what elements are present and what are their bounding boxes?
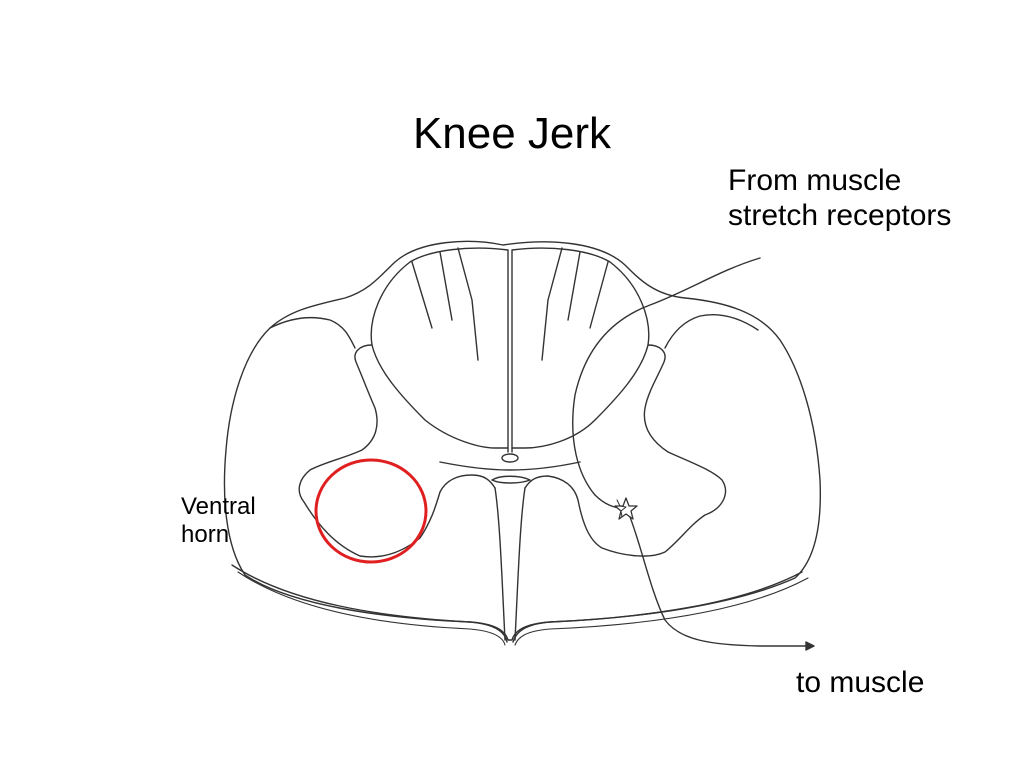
efferent-arrowhead [805,641,815,651]
slide-title: Knee Jerk [412,109,612,158]
dorsal-fissure-right-a [589,261,609,329]
ventral-horn-label: Ventral horn [181,493,256,548]
ventral-horn-label-line2: horn [181,520,230,548]
commissure-line [507,447,513,453]
dorsal-fissure-left-a [411,261,433,329]
central-grey-upper [439,461,581,471]
outline-rim-left-2 [237,571,506,646]
grey-matter-left [298,344,496,558]
afferent-label-line1: From muscle [728,164,902,197]
central-canal-rim [491,475,531,484]
synapse-star-ghost [616,499,627,518]
afferent-label: From muscle stretch receptors [728,164,951,233]
efferent-label: to muscle [796,666,925,699]
spinal-cord-outline [223,240,822,641]
efferent-fiber [627,511,809,647]
lateral-boundary-right [664,314,759,349]
dorsal-fissure-right-b [567,251,581,321]
dorsal-column-right [511,247,650,449]
central-canal [501,453,519,463]
afferent-label-line2: stretch receptors [728,198,952,232]
outline-rim-right [512,571,803,643]
afferent-fiber [572,257,761,509]
grey-matter-right [524,344,727,557]
lateral-boundary-left [269,316,356,349]
synapse-star [614,497,638,520]
ventral-horn-highlight [314,458,428,564]
dorsal-column-left [370,247,509,449]
dorsal-septum-right [541,247,563,361]
ventral-fissure-left [494,487,506,641]
outline-rim-right-2 [514,577,809,646]
ventral-horn-label-line1: Ventral [181,493,256,520]
ventral-fissure-right [514,487,526,641]
dorsal-fissure-left-b [439,251,453,321]
outline-rim-left [231,564,508,643]
dorsal-septum-left [457,247,479,361]
